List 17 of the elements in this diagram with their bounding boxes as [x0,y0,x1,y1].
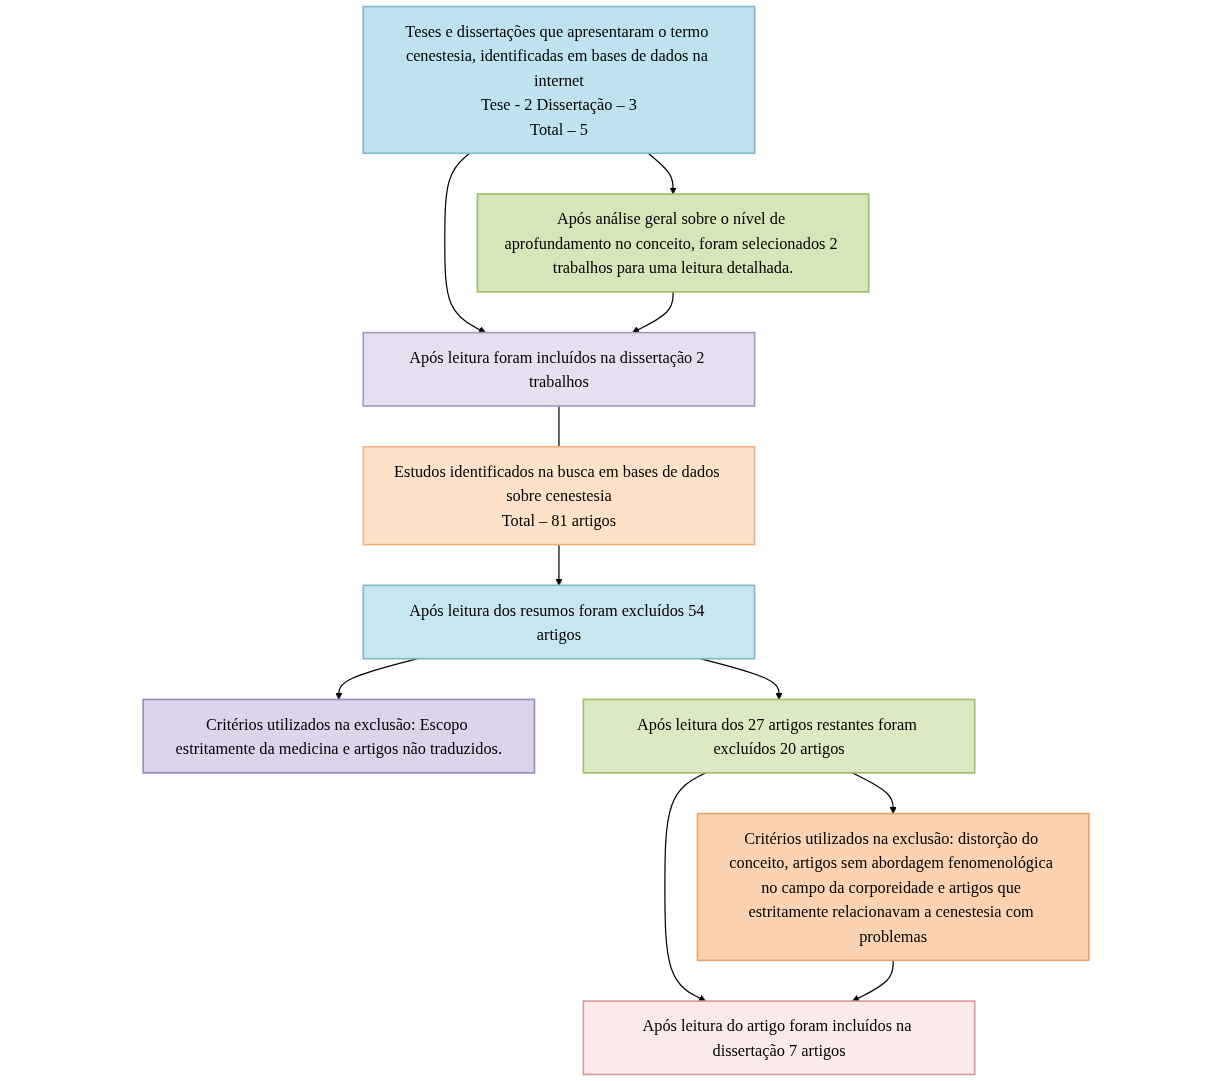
node-box: Critérios utilizados na exclusão: distorção do conceito, artigos sem abordagem fenomenológica no campo da corporeidade e artigos que estritamente relacionavam a cenestesia com problemas [696,812,1090,962]
node-box: Critérios utilizados na exclusão: Escopo estritamente da medicina e artigos não traduzidos. [142,698,536,774]
arrow [632,291,674,333]
node-box: Após leitura foram incluídos na dissertação 2 trabalhos [362,331,756,407]
arrow [852,959,894,1002]
node-box: Teses e dissertações que apresentaram o termo cenestesia, identificadas em bases de dados na internet Tese - 2 Dissertação – 3 Total – 5 [362,5,756,155]
node-box: Após leitura do artigo foram incluídos na dissertação 7 artigos [582,1000,976,1076]
arrow [444,152,486,333]
arrow [664,772,707,1002]
arrow [555,543,563,586]
arrow [851,772,897,814]
node-box: Após leitura dos resumos foram excluídos 54 artigos [362,584,756,660]
node-box: Após análise geral sobre o nível de aprofundamento no conceito, foram selecionados 2 trabalhos para uma leitura detalhada. [476,193,870,293]
arrow [647,152,677,195]
node-box: Estudos identificados na busca em bases de dados sobre cenestesia Total – 81 artigos [362,445,756,546]
connector [558,405,560,448]
node-box: Após leitura dos 27 artigos restantes foram excluídos 20 artigos [582,698,976,774]
